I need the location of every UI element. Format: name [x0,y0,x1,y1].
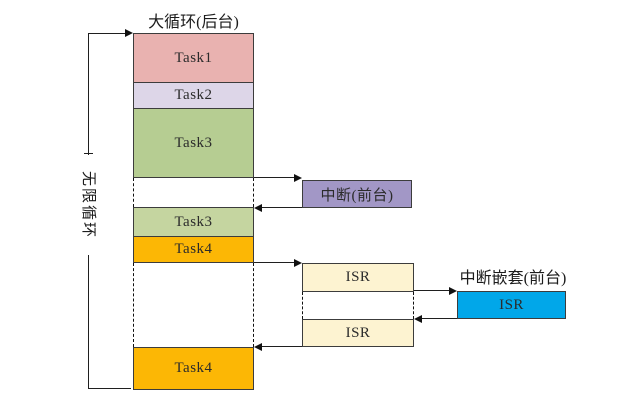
task3-box: Task3 [133,108,254,178]
arrow-to-isr1-head-icon [294,259,302,267]
arrow-from-nested-head-icon [414,315,422,323]
background-loop-title: 大循环(后台) [148,14,239,31]
gap1-dashed-left [133,178,134,207]
task3-resume-label: Task3 [174,213,213,230]
task4-resume-box: Task4 [133,347,254,390]
task4-label: Task4 [174,241,213,257]
arrow-to-nested-line [414,290,450,291]
infinite-loop-label: 无限循环 [80,155,96,255]
gap2-dashed-left [133,263,134,347]
nested-isr-label: ISR [499,296,524,313]
isr2-label: ISR [345,324,371,341]
arrow-to-isr1-line [254,262,295,263]
nested-interrupt-title: 中断嵌套(前台) [459,270,567,287]
loop-tick-top [84,153,93,154]
task2-box: Task2 [133,82,254,109]
arrow-from-interrupt-head-icon [254,204,262,212]
interrupt-label: 中断(前台) [320,187,394,204]
nested-isr-box: ISR [457,291,566,319]
loop-line-top [88,33,126,34]
arrow-from-nested-line [421,318,457,319]
gap1-dashed-right [253,178,254,207]
isr-gap-dashed-left [302,292,303,319]
gap2-dashed-right [253,263,254,347]
task3-label: Task3 [174,134,213,151]
interrupt-box: 中断(前台) [302,180,412,208]
task4-resume-label: Task4 [174,360,213,376]
arrow-from-interrupt-line [261,207,302,208]
isr1-box: ISR [302,263,414,292]
arrow-from-isr2-head-icon [254,343,262,351]
arrow-to-interrupt-line [254,177,295,178]
loop-arrowhead-icon [125,29,133,37]
isr-gap-dashed-right [413,292,414,319]
task2-label: Task2 [174,87,213,103]
task4-box: Task4 [133,236,254,263]
arrow-to-interrupt-head-icon [294,174,302,182]
arrow-to-nested-head-icon [449,287,457,295]
isr2-box: ISR [302,319,414,347]
task3-resume-box: Task3 [133,207,254,237]
isr1-label: ISR [345,269,371,285]
loop-line-bottom [88,388,131,389]
arrow-from-isr2-line [261,346,302,347]
task1-label: Task1 [174,49,213,66]
task1-box: Task1 [133,33,254,83]
